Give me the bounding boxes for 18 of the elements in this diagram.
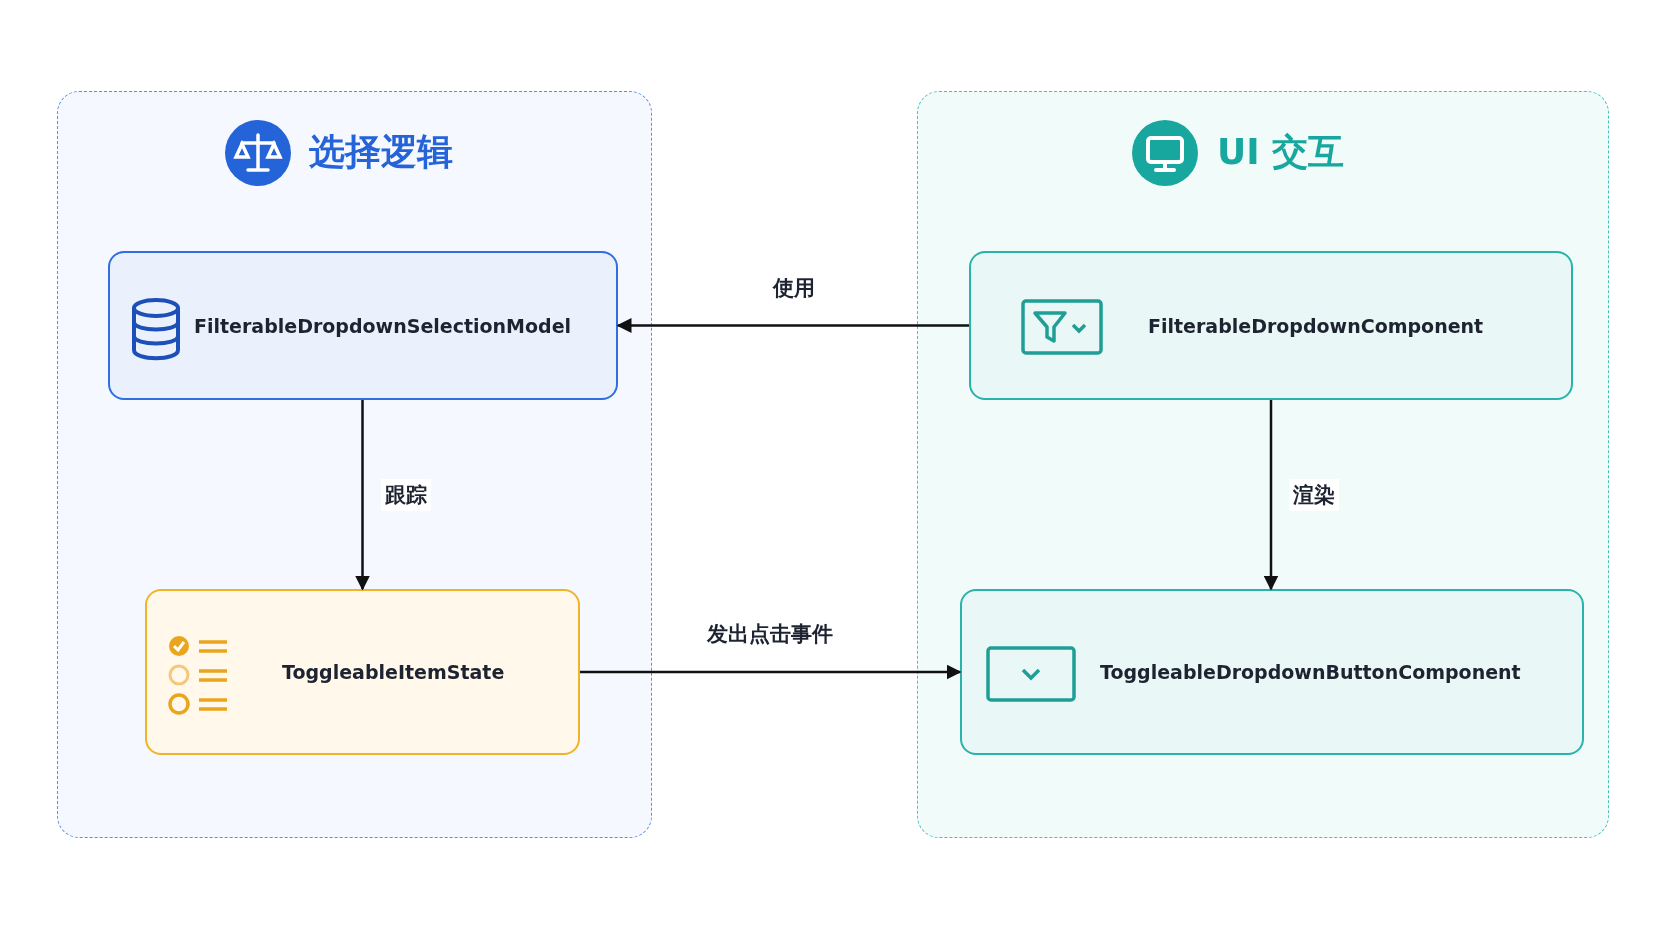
arrow (355, 400, 370, 591)
arrow (616, 318, 969, 333)
arrow (580, 664, 962, 680)
group-title: 选择逻辑 (309, 130, 453, 174)
group-panel (917, 91, 1609, 838)
group-panel (57, 91, 652, 838)
class-box (960, 589, 1584, 755)
class-name: FilterableDropdownComponent (1148, 314, 1484, 337)
arrow (1263, 400, 1279, 591)
edge-label: 渲染 (1289, 478, 1339, 511)
class-box (969, 251, 1573, 400)
class-box (145, 589, 580, 755)
class-name: FilterableDropdownSelectionModel (194, 314, 572, 337)
class-box (108, 251, 618, 400)
edge-label: 跟踪 (380, 478, 431, 511)
group-title: UI 交互 (1217, 130, 1345, 174)
class-name: ToggleableItemState (282, 661, 505, 683)
class-name: ToggleableDropdownButtonComponent (1100, 661, 1521, 683)
